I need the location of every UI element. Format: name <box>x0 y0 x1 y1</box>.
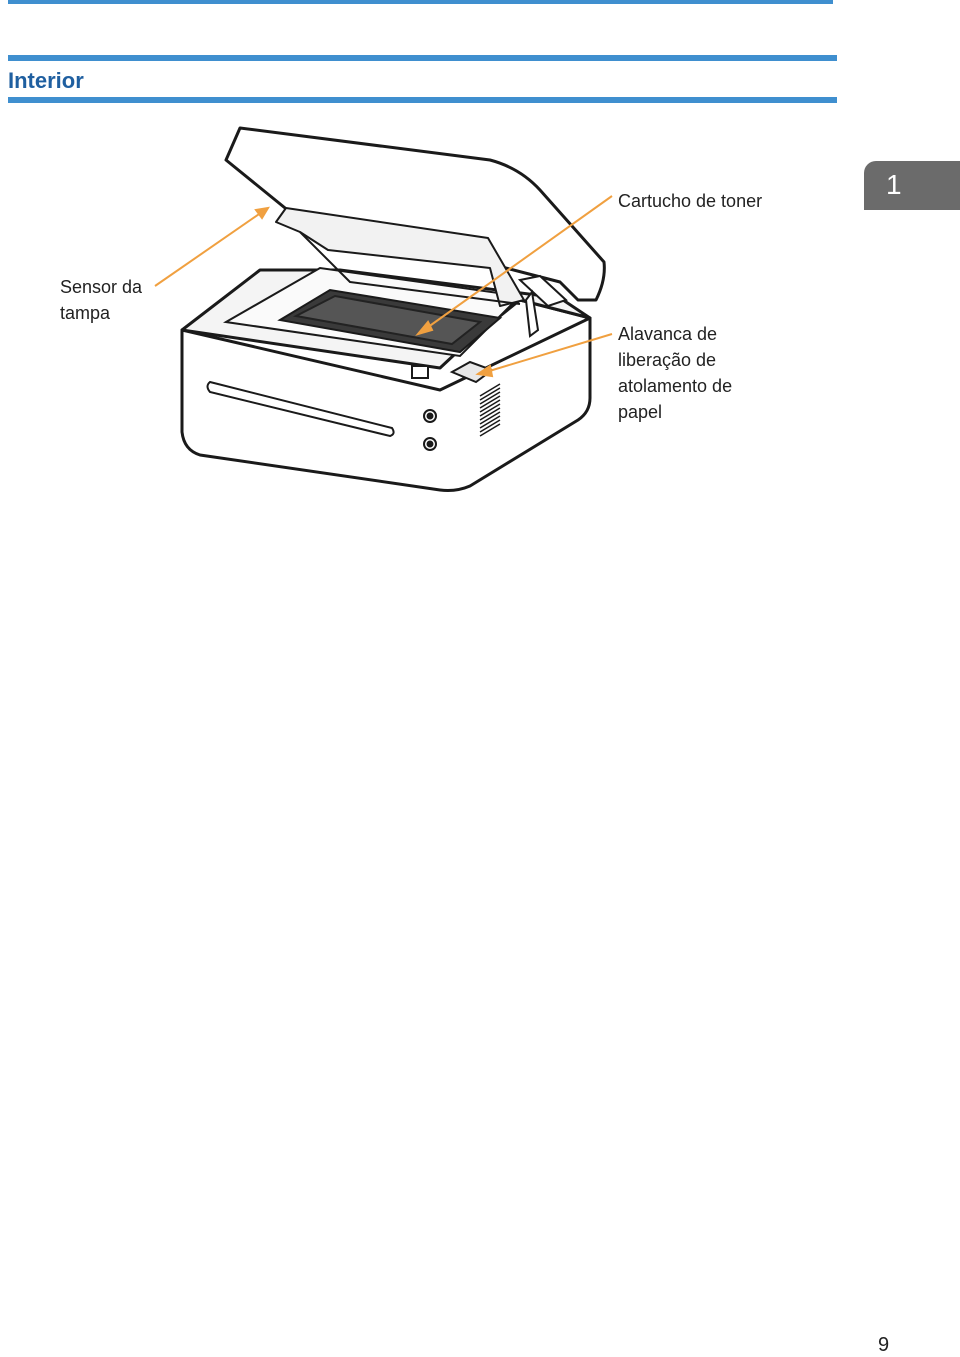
callout-line-toner <box>423 195 613 331</box>
callout-line-lever <box>485 333 613 373</box>
callout-toner-cartridge: Cartucho de toner <box>618 191 763 211</box>
printer-lid <box>224 126 606 302</box>
callout-jam-release-lever: Alavanca de liberação de atolamento de p… <box>618 324 733 422</box>
page-number: 9 <box>878 1334 890 1356</box>
chapter-tab <box>864 161 960 210</box>
callout-line-sensor <box>154 211 263 287</box>
top-rule <box>8 0 833 4</box>
section-title: Interior <box>8 68 84 93</box>
printer-body-top-edge <box>181 316 591 392</box>
chapter-number: 1 <box>886 169 902 200</box>
title-rule-bottom <box>8 97 837 103</box>
printer-body-front <box>180 298 592 492</box>
title-rule-top <box>8 55 837 61</box>
printer-illustration <box>154 126 613 492</box>
callout-cover-sensor: Sensor da tampa <box>60 277 143 323</box>
paper-slot <box>206 380 395 438</box>
lid-inner-panel <box>275 207 525 307</box>
vent-grille <box>479 383 501 437</box>
